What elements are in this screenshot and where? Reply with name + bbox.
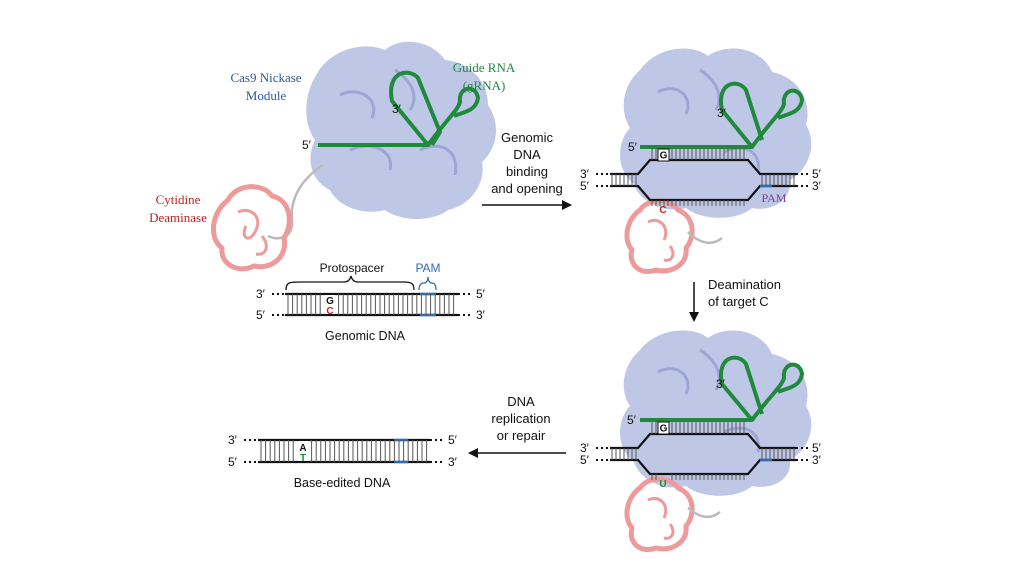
guide-rna (318, 70, 481, 147)
genomic-bottom-5prime: 5′ (256, 308, 266, 322)
edited-bottom-5prime: 5′ (228, 455, 238, 469)
p2-bottom-left-5prime: 5′ (580, 179, 590, 193)
grna-label-line1: Guide RNA (453, 60, 516, 75)
genomic-base-c: C (326, 306, 333, 317)
p2-top-right-5prime: 5′ (812, 167, 822, 181)
deaminase-label-line1: Cytidine (156, 192, 201, 207)
p2-base-g: G (660, 151, 668, 162)
grna-label-line2: (gRNA) (463, 78, 506, 93)
p2-top-left-3prime: 3′ (580, 167, 590, 181)
base-edited-dna-label: Base-edited DNA (294, 476, 391, 490)
p3-base-g: G (660, 424, 668, 435)
genomic-dna-label: Genomic DNA (325, 329, 406, 343)
step-replication-line2: replication (491, 411, 550, 426)
step-binding-line3: binding (506, 164, 548, 179)
cytidine-deaminase-blob (211, 184, 292, 272)
p3-grna-3prime: 3′ (716, 377, 726, 391)
bound-grna (640, 81, 804, 149)
step-binding-line4: and opening (491, 181, 563, 196)
genomic-base-g: G (326, 296, 334, 307)
p2-pam-label: PAM (762, 191, 787, 205)
p3-bottom-right-3prime: 3′ (812, 453, 822, 467)
edited-bottom-3prime: 3′ (448, 455, 458, 469)
bound-complex: 3′ 5′ G C 3′ 5′ 5′ 3′ PAM (580, 48, 822, 274)
bound-grna-5prime: 5′ (628, 140, 638, 154)
linker (267, 163, 324, 240)
p3-base-u: U (659, 479, 666, 490)
grna-3prime-label: 3′ (392, 102, 402, 116)
edited-base-a: A (299, 443, 306, 454)
grna-5prime-label: 5′ (302, 138, 312, 152)
genomic-top-3prime: 3′ (256, 287, 266, 301)
p3-top-left-3prime: 3′ (580, 441, 590, 455)
cas9-label-line1: Cas9 Nickase (230, 70, 301, 85)
base-edited-dna: 3′ 5′ A T 5′ 3′ Base-edited DNA (228, 433, 458, 490)
step-deamination-line1: Deamination (708, 277, 781, 292)
genomic-bottom-3prime: 3′ (476, 308, 486, 322)
deaminated-grna (640, 355, 804, 422)
bound-grna-3prime: 3′ (717, 106, 727, 120)
bound-deaminase (624, 198, 695, 274)
protospacer-label: Protospacer (320, 261, 385, 275)
edited-base-t: T (300, 453, 306, 464)
p3-top-right-5prime: 5′ (812, 441, 822, 455)
protospacer-brace (285, 275, 415, 291)
step-replication-line1: DNA (507, 394, 535, 409)
edited-top-3prime: 3′ (228, 433, 238, 447)
step-replication-line3: or repair (497, 428, 546, 443)
step-deamination-line2: of target C (708, 294, 769, 309)
cas9-label-line2: Module (246, 88, 287, 103)
p3-grna-5prime: 5′ (627, 413, 637, 427)
step-deamination: Deamination of target C (689, 277, 781, 322)
pam-label: PAM (415, 261, 440, 275)
step-binding-line2: DNA (513, 147, 541, 162)
step-replication: DNA replication or repair (468, 394, 566, 458)
p2-bottom-right-3prime: 3′ (812, 179, 822, 193)
genomic-dna: 3′ 5′ G C Protospacer PAM 5′ 3′ Genomic … (256, 261, 486, 343)
deaminated-complex: 3′ 5′ G U 3′ 5′ 5′ 3′ (580, 330, 822, 552)
pam-brace (418, 276, 437, 291)
deaminated-deaminase (624, 476, 695, 552)
deaminase-label-line2: Deaminase (149, 210, 207, 225)
edited-top-5prime: 5′ (448, 433, 458, 447)
cas9-nickase-blob (306, 41, 496, 219)
p2-base-c: C (659, 205, 666, 216)
p3-bottom-left-5prime: 5′ (580, 453, 590, 467)
step-binding-line1: Genomic (501, 130, 554, 145)
genomic-top-5prime: 5′ (476, 287, 486, 301)
step-binding: Genomic DNA binding and opening (482, 130, 572, 210)
